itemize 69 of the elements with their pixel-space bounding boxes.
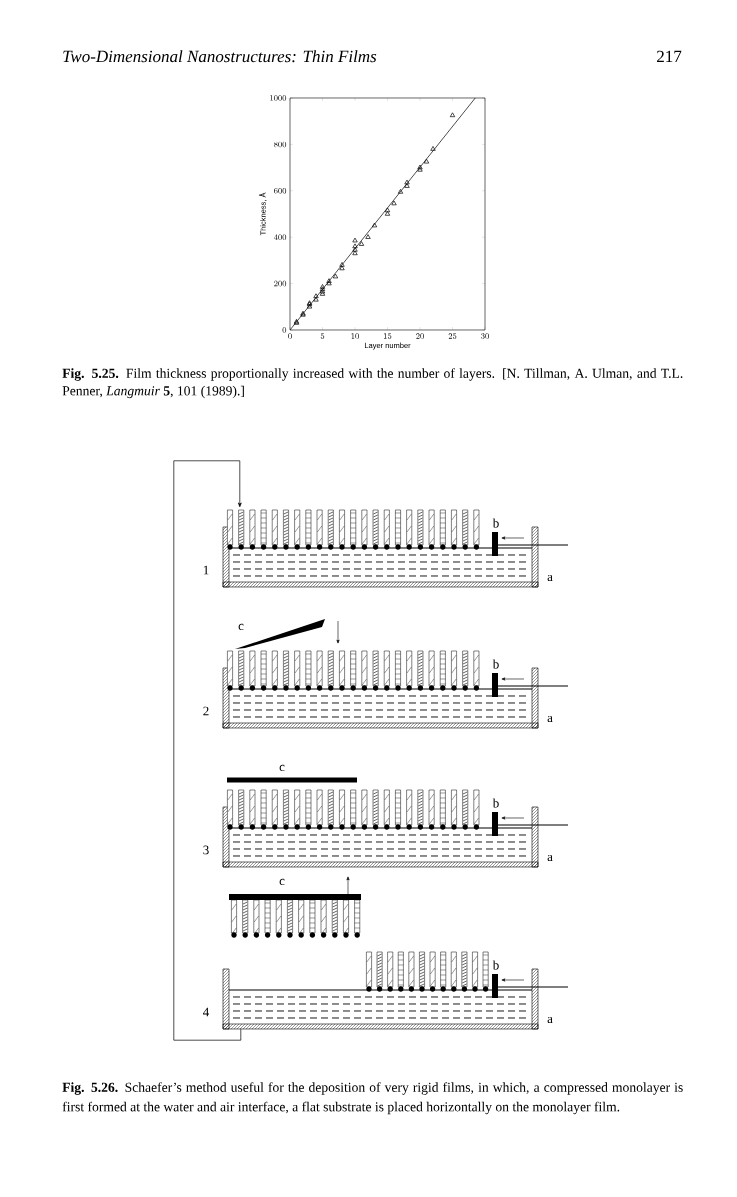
x-tick-label: 30 bbox=[481, 333, 489, 339]
part-label: a bbox=[547, 574, 553, 582]
point bbox=[352, 243, 358, 249]
connector-line bbox=[173, 460, 242, 1041]
trough-drawing bbox=[222, 806, 230, 868]
y-tick-label: 0 bbox=[282, 327, 287, 333]
x-tick-label: 10 bbox=[351, 333, 359, 339]
point bbox=[365, 234, 371, 239]
trough-drawing bbox=[222, 509, 569, 588]
point bbox=[319, 284, 326, 289]
figure-caption: Fig. 5.26. Schaefer’s method useful for the deposition of very rigid films, in which, a compressed monolayer is first formed at the water and air interface, a flat substrate is placed horizontally on the monolayer film. bbox=[62, 1082, 683, 1115]
x-tick-label: 0 bbox=[288, 333, 292, 339]
point bbox=[352, 237, 358, 243]
part-label: a bbox=[547, 1016, 553, 1024]
part-label: b bbox=[492, 798, 499, 808]
step-number: 3 bbox=[203, 845, 209, 855]
x-tick-label: 15 bbox=[384, 333, 392, 339]
y-tick-label: 200 bbox=[274, 280, 287, 287]
point bbox=[384, 207, 391, 213]
part-label: c bbox=[238, 623, 244, 631]
trough-drawing bbox=[222, 667, 230, 729]
point bbox=[358, 241, 365, 246]
x-tick-label: 25 bbox=[448, 333, 457, 339]
point bbox=[371, 222, 378, 228]
trough-drawing bbox=[531, 667, 539, 729]
point bbox=[332, 273, 339, 279]
point bbox=[404, 183, 410, 188]
point bbox=[423, 158, 430, 164]
trough-drawing bbox=[222, 789, 569, 868]
point bbox=[397, 189, 404, 194]
part-label: b bbox=[492, 960, 499, 970]
y-tick-label: 800 bbox=[274, 141, 287, 148]
step-number: 2 bbox=[203, 706, 209, 716]
figure-caption: Fig. 5.25. Film thickness proportionally increased with the number of layers. [N. Tillman, A. Ulman, and T.L. Penner, Langmuir 5, 101 (1989).] bbox=[62, 368, 683, 399]
trough-drawing bbox=[222, 951, 569, 1030]
part-label: c bbox=[279, 764, 285, 772]
y-tick-label: 400 bbox=[273, 234, 287, 240]
point bbox=[352, 247, 358, 252]
trough-drawing bbox=[222, 526, 230, 588]
trough-drawing bbox=[531, 806, 539, 868]
point bbox=[449, 112, 456, 118]
step-number: 1 bbox=[203, 565, 209, 575]
y-tick-label: 600 bbox=[274, 188, 287, 194]
part-label: b bbox=[492, 659, 499, 669]
part-label: a bbox=[547, 854, 553, 862]
x-tick-label: 5 bbox=[320, 333, 325, 339]
point bbox=[339, 262, 345, 267]
point bbox=[326, 278, 332, 283]
point bbox=[391, 200, 397, 206]
point bbox=[313, 293, 319, 298]
point bbox=[384, 211, 391, 216]
point bbox=[352, 250, 358, 256]
y-tick-label: 1000 bbox=[270, 95, 287, 101]
trough-drawing bbox=[222, 968, 230, 1030]
trough-drawing bbox=[531, 526, 539, 588]
page-number: 217 bbox=[657, 50, 682, 62]
part-label: a bbox=[547, 715, 553, 723]
point bbox=[319, 291, 326, 296]
trough-drawing bbox=[531, 968, 539, 1030]
point bbox=[313, 296, 319, 302]
point bbox=[404, 179, 410, 185]
running-head: Two-Dimensional Nanostructures: Thin Films bbox=[63, 50, 377, 63]
point bbox=[430, 146, 436, 151]
point bbox=[339, 265, 345, 271]
trough-drawing bbox=[222, 650, 569, 729]
point bbox=[326, 280, 332, 286]
x-tick-label: 20 bbox=[416, 333, 424, 339]
step-number: 4 bbox=[203, 1007, 210, 1017]
part-label: b bbox=[492, 518, 499, 528]
